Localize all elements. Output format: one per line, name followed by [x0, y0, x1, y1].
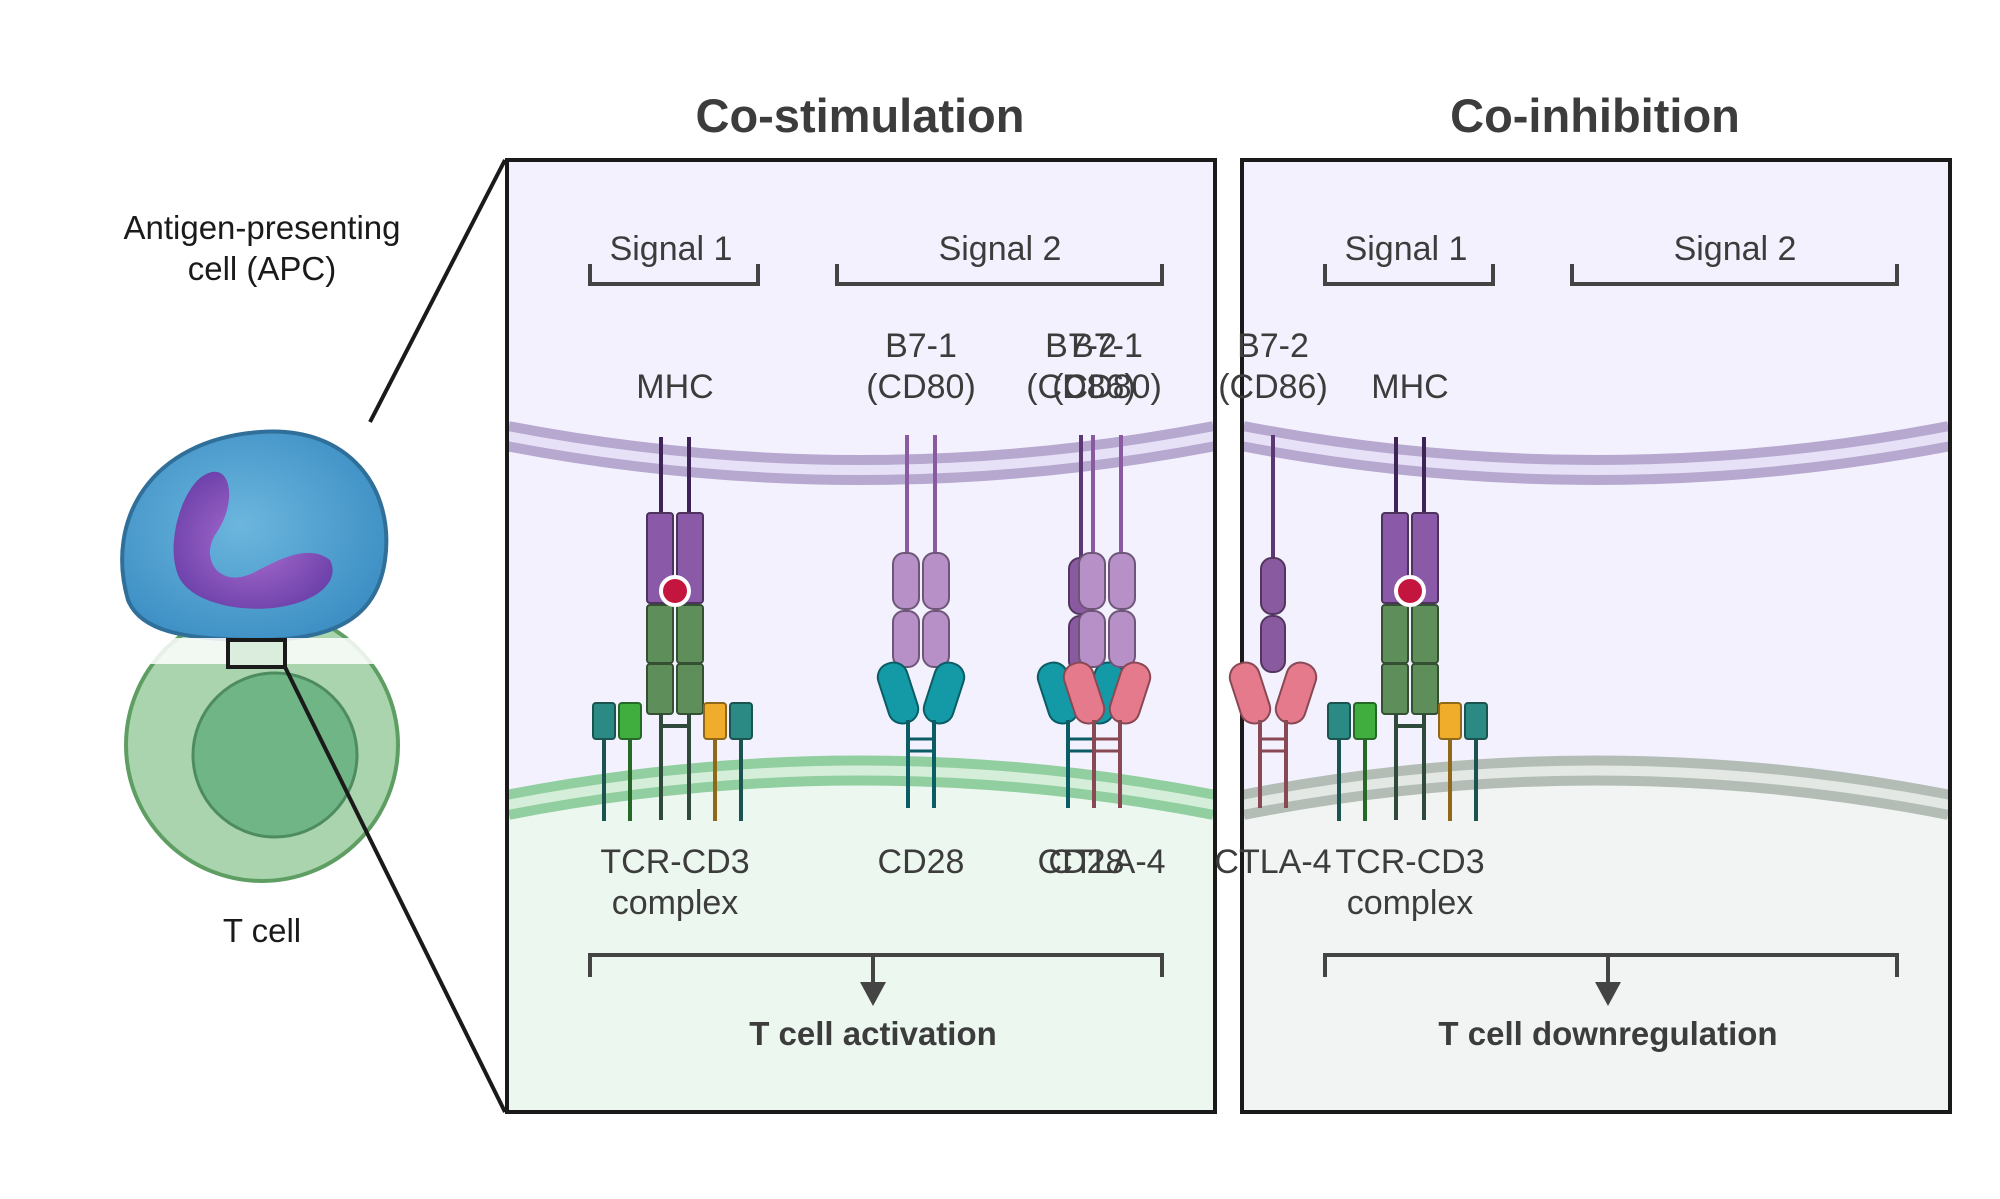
receptor-1-label: CD28 — [878, 843, 965, 881]
zoom-line-top — [368, 159, 507, 423]
tcr-cd3-label-line1: TCR-CD3 — [600, 843, 749, 881]
ligand-1-cd: (CD80) — [1052, 368, 1162, 406]
ligand-1-cd: (CD80) — [866, 368, 976, 406]
receptor-1-label: CTLA-4 — [1048, 843, 1165, 881]
peptide-icon — [659, 575, 691, 607]
b7-ligand-icon — [1078, 435, 1136, 668]
receptor-2-label: CTLA-4 — [1214, 843, 1331, 881]
signal2-label: Signal 2 — [1674, 230, 1797, 268]
panel-background — [1242, 160, 1950, 1112]
ligand-2-name: B7-2 — [1237, 327, 1309, 365]
mhc-label: MHC — [636, 368, 713, 406]
tcr-cd3-mhc-complex-icon — [592, 437, 753, 821]
tcr-cd3-label-line2: complex — [1347, 884, 1474, 922]
cd28-receptor-icon — [876, 661, 966, 808]
panel-frame — [1240, 158, 1952, 1114]
outcome-label: T cell activation — [749, 1015, 997, 1052]
b7-ligand-icon — [892, 435, 950, 668]
tcell-label: T cell — [223, 912, 301, 949]
ctla4-receptor-icon — [1062, 661, 1152, 808]
ligand-2-name: B7-2 — [1045, 327, 1117, 365]
arrow-down-icon — [860, 982, 886, 1006]
ligand-1-name: B7-1 — [885, 327, 957, 365]
ligand-1-name: B7-1 — [1071, 327, 1143, 365]
panel-heading: Co-inhibition — [1450, 89, 1740, 142]
receptor-2-label: CD28 — [1038, 843, 1125, 881]
b7-ligand-icon — [1260, 435, 1286, 673]
mhc-label: MHC — [1371, 368, 1448, 406]
apc-cell-icon — [120, 429, 389, 643]
ligand-2-cd: (CD86) — [1218, 368, 1328, 406]
zoom-line-bottom — [283, 666, 507, 1113]
tcr-cd3-label-line1: TCR-CD3 — [1335, 843, 1484, 881]
outcome-label: T cell downregulation — [1438, 1015, 1777, 1052]
panel-frame — [505, 158, 1217, 1114]
arrow-down-icon — [1595, 982, 1621, 1006]
ligand-2-cd: (CD86) — [1026, 368, 1136, 406]
left-cells: Antigen-presenting cell (APC) T cell — [110, 159, 507, 1113]
tcr-cd3-label-line2: complex — [612, 884, 739, 922]
signal1-label: Signal 1 — [610, 230, 733, 268]
apc-label-line2: cell (APC) — [188, 250, 337, 287]
zoom-box — [226, 638, 287, 669]
signal1-label: Signal 1 — [1345, 230, 1468, 268]
ctla4-receptor-icon — [1228, 661, 1318, 808]
tcell-icon — [124, 607, 400, 883]
apc-label-line1: Antigen-presenting — [123, 209, 400, 246]
panel-heading: Co-stimulation — [696, 89, 1025, 142]
tcr-cd3-mhc-complex-icon — [1327, 437, 1488, 821]
signal2-label: Signal 2 — [939, 230, 1062, 268]
peptide-icon — [1394, 575, 1426, 607]
